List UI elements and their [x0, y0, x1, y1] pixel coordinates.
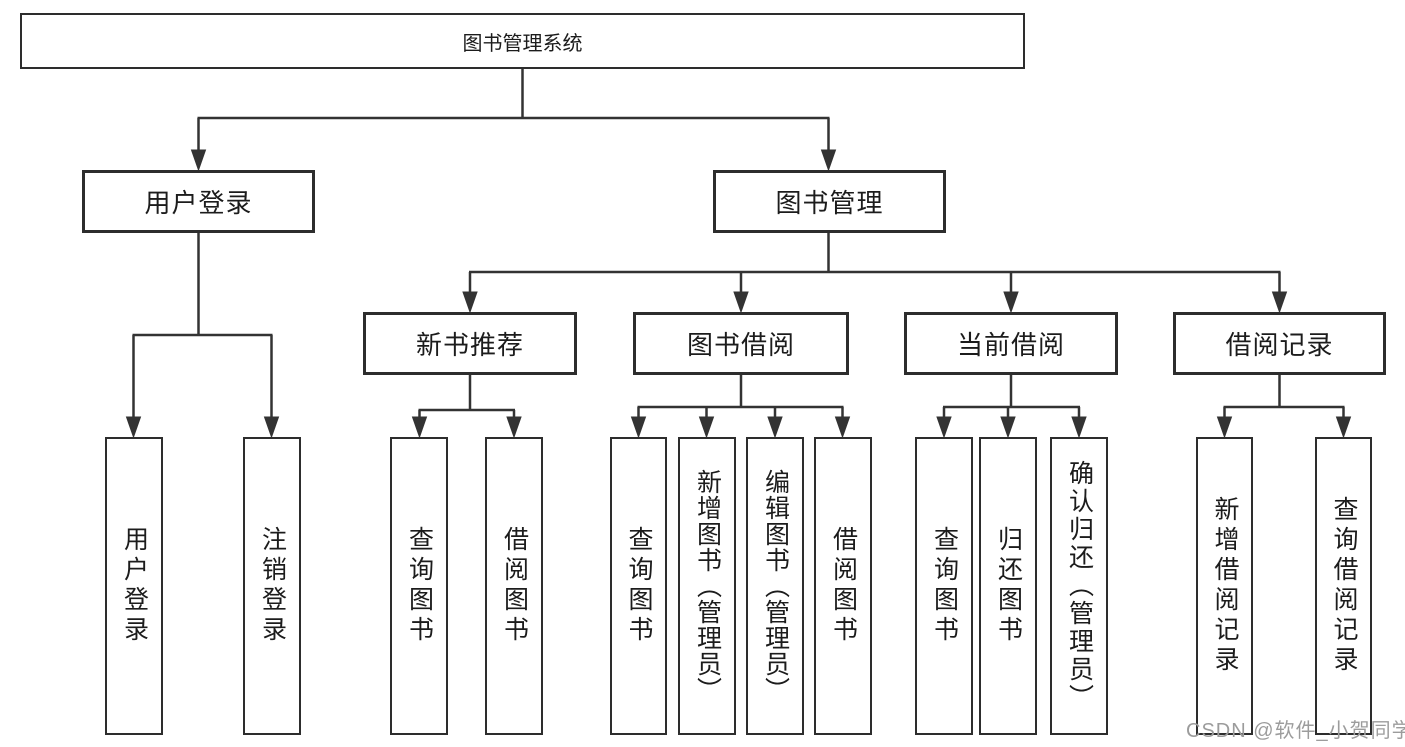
leaf-query-books-borrow: 查询图书: [610, 437, 667, 735]
leaf-add-book-admin: 新增图书（管理员）: [678, 437, 736, 735]
node-user-login: 用户登录: [82, 170, 315, 233]
node-new-book-recommend: 新书推荐: [363, 312, 577, 375]
leaf-query-books-current: 查询图书: [915, 437, 973, 735]
node-book-management: 图书管理: [713, 170, 946, 233]
leaf-confirm-return-admin: 确认归还（管理员）: [1050, 437, 1108, 735]
leaf-borrow-books-new: 借阅图书: [485, 437, 543, 735]
leaf-borrow-books: 借阅图书: [814, 437, 872, 735]
leaf-edit-book-admin: 编辑图书（管理员）: [746, 437, 804, 735]
leaf-query-borrow-record: 查询借阅记录: [1315, 437, 1372, 735]
leaf-add-borrow-record: 新增借阅记录: [1196, 437, 1253, 735]
leaf-return-books: 归还图书: [979, 437, 1037, 735]
leaf-query-books-new: 查询图书: [390, 437, 448, 735]
leaf-user-login: 用户登录: [105, 437, 163, 735]
node-current-borrow: 当前借阅: [904, 312, 1118, 375]
node-borrow-records: 借阅记录: [1173, 312, 1386, 375]
leaf-logout: 注销登录: [243, 437, 301, 735]
node-root-system: 图书管理系统: [20, 13, 1025, 69]
csdn-watermark: CSDN @软件_小贺同学: [1186, 720, 1405, 742]
node-book-borrow: 图书借阅: [633, 312, 849, 375]
